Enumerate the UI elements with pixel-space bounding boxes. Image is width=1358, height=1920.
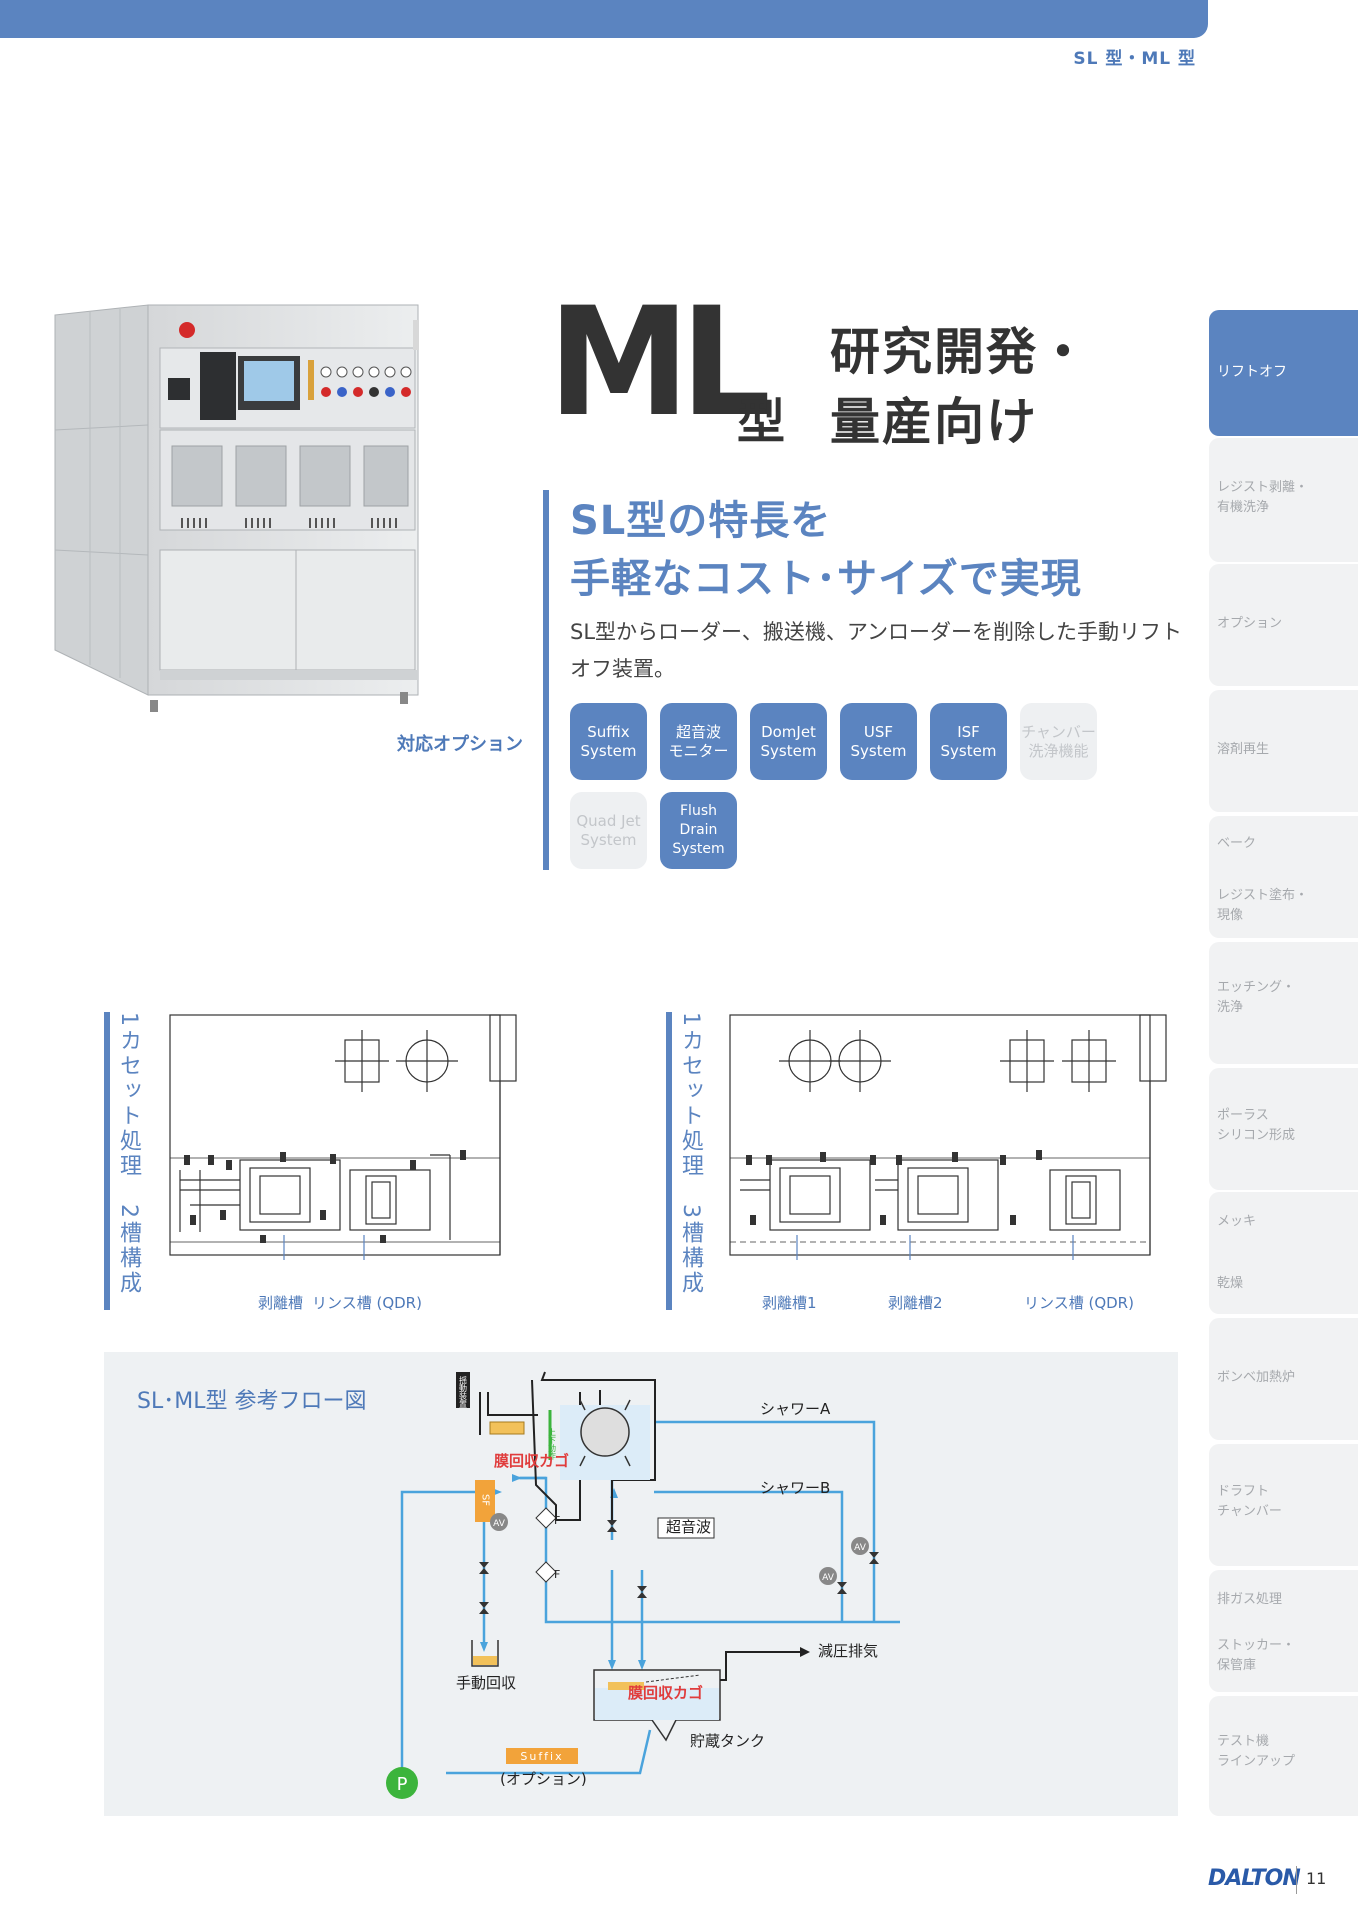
av-label-1: AV (493, 1519, 506, 1529)
page-subtitle-line2: 量産向け (830, 393, 1038, 451)
pump-label: P (397, 1774, 408, 1795)
updown-label: 上下動作 (548, 1428, 557, 1461)
layout2-drawing (729, 1014, 1167, 1260)
model-name: ML (548, 276, 771, 450)
flow-diagram: 揺動装置 上下動作 SF AV AV AV P Suffix (386, 1371, 900, 1799)
manual-recovery-label: 手動回収 (456, 1674, 517, 1692)
swing-device-label: 揺動装置 (459, 1375, 468, 1408)
storage-tank-label: 貯蔵タンク (690, 1732, 766, 1750)
sidebar-item-stocker: ストッカー・ 保管庫 (1217, 1638, 1296, 1673)
model-type-label: 型 (737, 394, 786, 450)
header-bar (0, 0, 1208, 38)
sidebar-item-resist-coat: レジスト塗布・ 現像 (1217, 888, 1309, 923)
layout2-title: 1カセット処理 3槽構成 (678, 1012, 703, 1296)
layout1-title: 1カセット処理 2槽構成 (116, 1012, 141, 1296)
exhaust-label: 減圧排気 (818, 1642, 879, 1660)
option-ultrasonic-monitor: 超音波モニター (660, 703, 737, 780)
layout1-tank-rinse: リンス槽 (QDR) (312, 1294, 422, 1312)
option-label: (オプション) (500, 1770, 587, 1788)
layout1-drawing (169, 1014, 517, 1260)
av-label-3: AV (822, 1573, 835, 1583)
feature-headline-line2: 手軽なコスト･サイズで実現 (570, 556, 1082, 602)
membrane-basket-label: 膜回収カゴ (494, 1452, 570, 1470)
filter-label-2: F (554, 1568, 561, 1581)
feature-headline-line1: SL型の特長を (570, 498, 832, 544)
footer-divider (1296, 1866, 1297, 1894)
tank-basket-label: 膜回収カゴ (628, 1684, 704, 1702)
layout2-accent-bar (666, 1012, 672, 1310)
options-label: 対応オプション (397, 734, 523, 755)
ultrasonic-label: 超音波 (666, 1518, 712, 1536)
shower-b-label: シャワーB (760, 1479, 831, 1497)
suffix-label: Suffix (520, 1750, 563, 1763)
sidebar-item-cylinder[interactable]: ボンベ加熱炉 (1209, 1318, 1358, 1440)
sidebar-item-option[interactable]: オプション (1209, 564, 1358, 686)
sf-label: SF (480, 1494, 491, 1506)
sidebar-item-exhaust[interactable]: 排ガス処理ストッカー・ 保管庫 (1209, 1570, 1358, 1692)
option-chamber-cleaning: チャンバー洗浄機能 (1020, 703, 1097, 780)
layout2-tank-strip2: 剥離槽2 (888, 1294, 943, 1312)
sidebar-item-bake[interactable]: ベークレジスト塗布・ 現像 (1209, 816, 1358, 938)
layout2-tank-strip1: 剥離槽1 (762, 1294, 817, 1312)
series-label: SL 型・ML 型 (1073, 49, 1196, 69)
page-number: 11 (1306, 1869, 1327, 1888)
page-subtitle-line1: 研究開発・ (830, 323, 1090, 381)
sidebar-item-liftoff[interactable]: リフトオフ (1209, 310, 1358, 436)
av-label-2: AV (854, 1543, 867, 1553)
layout1-accent-bar (104, 1012, 110, 1310)
filter-label-1: F (554, 1514, 561, 1527)
sidebar-item-etching[interactable]: エッチング・ 洗浄 (1209, 942, 1358, 1064)
layout2-tank-rinse: リンス槽 (QDR) (1024, 1294, 1134, 1312)
sidebar-item-dry: 乾燥 (1217, 1276, 1244, 1291)
layout1-tank-strip: 剥離槽 (258, 1294, 304, 1312)
accent-bar (543, 490, 549, 870)
sidebar-item-resist-strip[interactable]: レジスト剥離・ 有機洗浄 (1209, 438, 1358, 562)
machine-image (54, 304, 419, 712)
sidebar-item-draft[interactable]: ドラフト チャンバー (1209, 1444, 1358, 1566)
sidebar-item-solvent[interactable]: 溶剤再生 (1209, 690, 1358, 812)
sidebar-item-test[interactable]: テスト機 ラインアップ (1209, 1696, 1358, 1816)
sidebar-item-plating[interactable]: メッキ乾燥 (1209, 1192, 1358, 1314)
feature-description: SL型からローダー、搬送機、アンローダーを削除した手動リフトオフ装置。 (570, 620, 1182, 681)
sidebar-item-porous[interactable]: ポーラス シリコン形成 (1209, 1068, 1358, 1190)
flow-title: SL･ML型 参考フロー図 (137, 1389, 367, 1414)
dalton-logo: DALTON (1208, 1866, 1301, 1891)
shower-a-label: シャワーA (760, 1400, 831, 1418)
